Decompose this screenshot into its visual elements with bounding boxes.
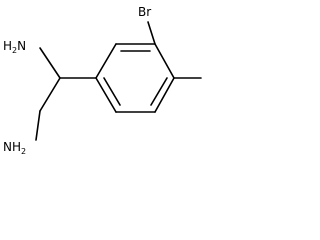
atom-label-amine-upper: H2N: [3, 39, 26, 55]
bond-ch2-nh2-lower: [35, 110, 41, 141]
bond-ring-3: [154, 43, 175, 79]
bond-ch-ch2: [39, 77, 61, 112]
bond-ring-br: [147, 21, 156, 45]
atom-label-amine-lower: NH2: [3, 140, 26, 156]
bond-ring-4: [154, 77, 175, 113]
bond-ring-1: [95, 43, 117, 79]
atom-label-bromine: Br: [138, 5, 151, 19]
bond-ring-double-right: [150, 77, 168, 106]
bond-ring-double-left: [103, 77, 121, 106]
bond-ring-6: [95, 77, 117, 113]
chemical-structure: H2N NH2 Br: [3, 5, 202, 156]
bond-ch-nh2-upper: [39, 47, 61, 79]
